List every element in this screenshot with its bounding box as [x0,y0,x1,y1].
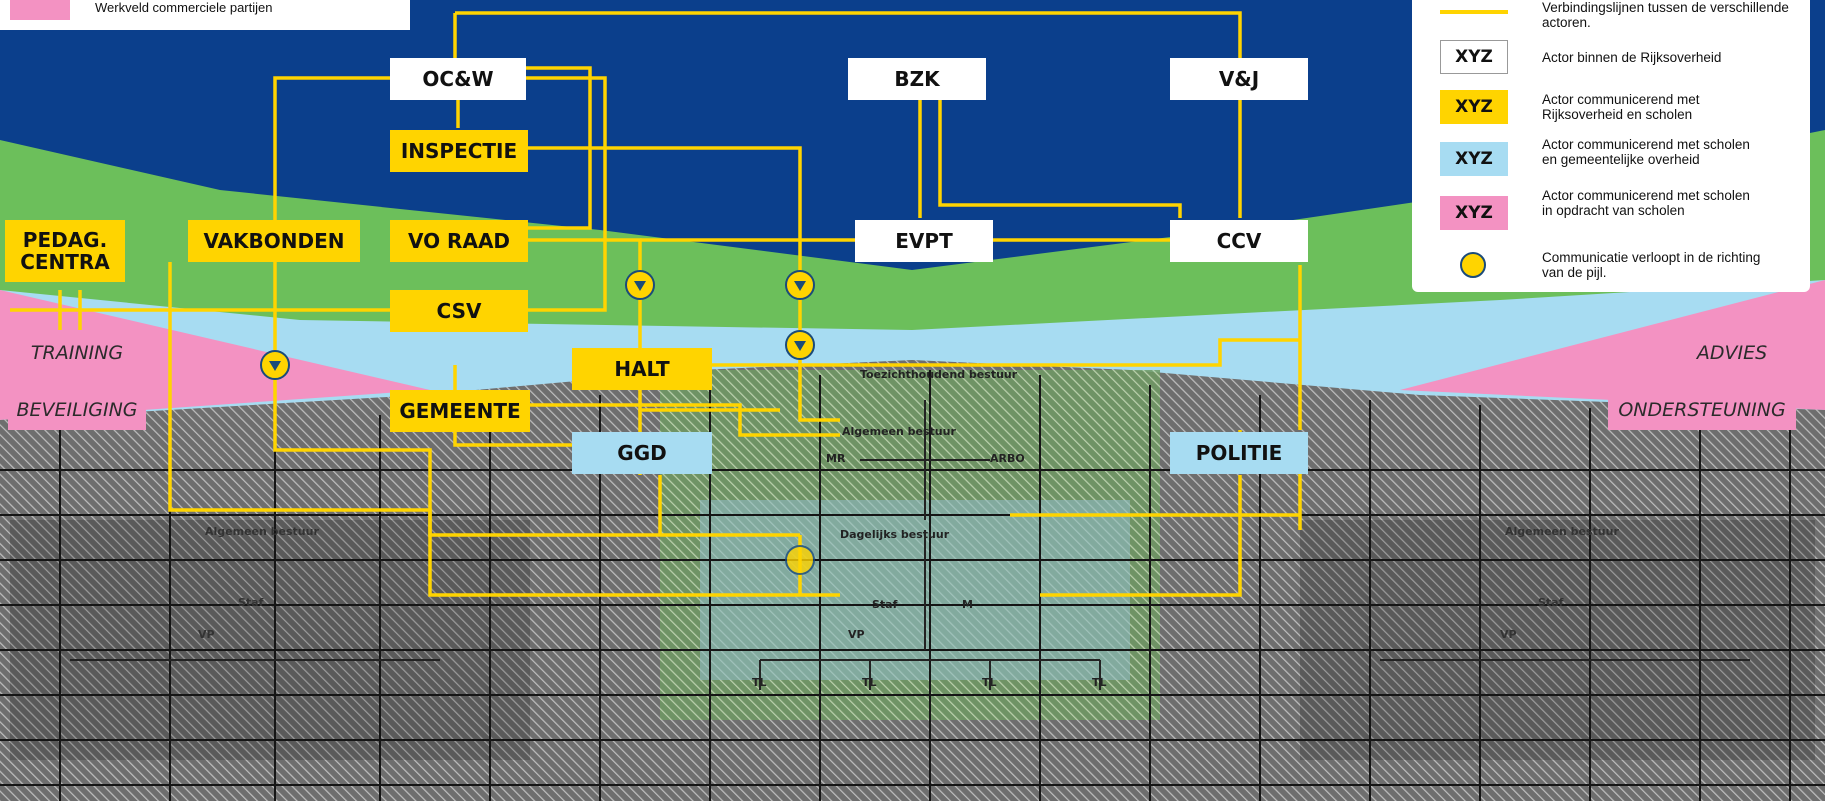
org-mr: MR [826,452,846,465]
org-left-vp: VP [198,628,215,641]
org-arbo: ARBO [990,452,1025,465]
org-right-vp: VP [1500,628,1517,641]
org-tl: TL [862,676,877,689]
legend-yellow-text: Actor communicerend met Rijksoverheid en… [1542,92,1700,122]
label-beveiliging: BEVEILIGING [8,390,146,430]
school-left [10,520,530,760]
org-m: M [962,598,973,611]
actor-vakbonden: VAKBONDEN [188,220,360,262]
org-left-staf: Staf [238,596,264,609]
legend-pink-text: Actor communicerend met scholen in opdra… [1542,188,1750,218]
legend-swatch-pink: XYZ [1440,196,1508,230]
org-tl: TL [752,676,767,689]
actor-ocw: OC&W [390,58,526,100]
org-left-algemeen-bestuur: Algemeen bestuur [205,525,319,538]
actor-csv: CSV [390,290,528,332]
legend-swatch-yellow: XYZ [1440,90,1508,124]
label-advies: ADVIES [1668,333,1796,373]
org-algemeen-bestuur: Algemeen bestuur [842,425,956,438]
org-tl: TL [982,676,997,689]
top-legend-text: Werkveld commerciele partijen [95,0,273,15]
actor-evpt: EVPT [855,220,993,262]
org-dagelijks-bestuur: Dagelijks bestuur [840,528,950,541]
org-right-staf: Staf [1538,596,1564,609]
org-tl: TL [1092,676,1107,689]
legend-row-blue: XYZ Actor communicerend met scholen en g… [1412,137,1810,182]
actor-halt: HALT [572,348,712,390]
legend-panel: Verbindingslijnen tussen de verschillend… [1412,0,1810,292]
legend-line-text: Verbindingslijnen tussen de verschillend… [1542,0,1789,30]
org-staf: Staf [872,598,898,611]
legend-arrow-text: Communicatie verloopt in de richting van… [1542,250,1761,280]
actor-vj: V&J [1170,58,1308,100]
legend-line-swatch [1440,10,1508,14]
legend-swatch-white: XYZ [1440,40,1508,74]
pink-wedge-left [0,290,430,420]
pink-swatch [10,0,70,20]
legend-row-arrow: Communicatie verloopt in de richting van… [1412,250,1810,284]
connection-lines [10,11,1302,597]
legend-row-pink: XYZ Actor communicerend met scholen in o… [1412,188,1810,236]
legend-white-text: Actor binnen de Rijksoverheid [1542,50,1722,65]
legend-row-yellow: XYZ Actor communicerend met Rijksoverhei… [1412,90,1810,128]
label-ondersteuning: ONDERSTEUNING [1608,390,1796,430]
org-right-algemeen-bestuur: Algemeen bestuur [1505,525,1619,538]
legend-row-line: Verbindingslijnen tussen de verschillend… [1412,0,1810,34]
top-left-legend: Werkveld commerciele partijen [0,0,410,30]
pink-wedge-right [1400,280,1825,410]
label-training: TRAINING [8,333,146,373]
actor-vo-raad: VO RAAD [390,220,528,262]
actor-pedag-centra: PEDAG. CENTRA [5,220,125,282]
direction-markers [260,270,815,575]
actor-gemeente: GEMEENTE [390,390,530,432]
org-vp: VP [848,628,865,641]
actor-ggd: GGD [572,432,712,474]
actor-politie: POLITIE [1170,432,1308,474]
actor-inspectie: INSPECTIE [390,130,528,172]
school-right [1300,520,1815,760]
actor-bzk: BZK [848,58,986,100]
arrow-icon [1460,252,1486,278]
org-toezicht: Toezichthoudend bestuur [860,368,1018,381]
legend-row-white: XYZ Actor binnen de Rijksoverheid [1412,40,1810,78]
actor-ccv: CCV [1170,220,1308,262]
legend-blue-text: Actor communicerend met scholen en gemee… [1542,137,1750,167]
legend-swatch-blue: XYZ [1440,142,1508,176]
